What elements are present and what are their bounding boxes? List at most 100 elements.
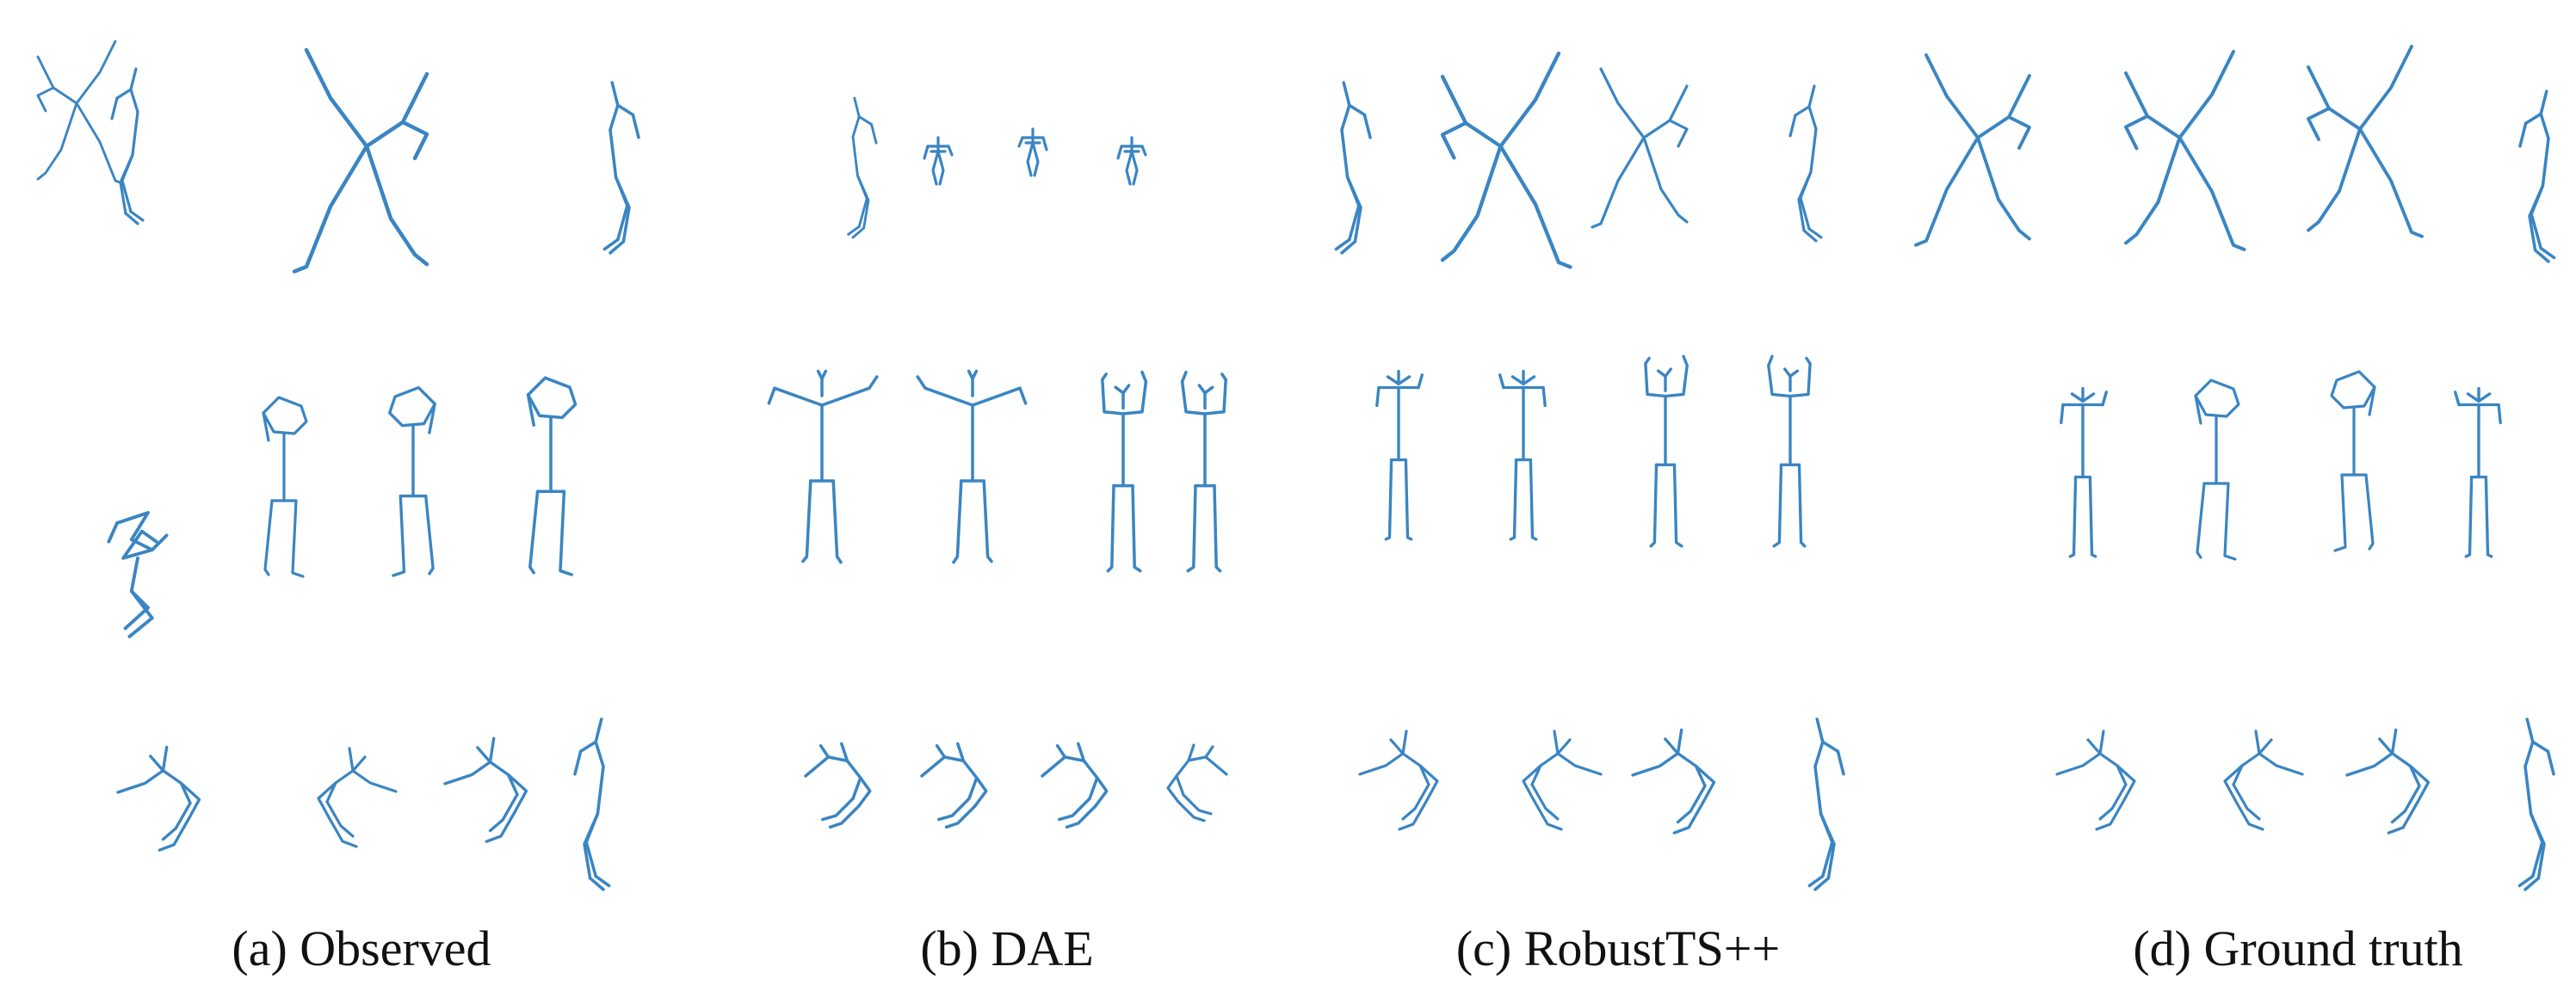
skeleton-limb [819,371,826,379]
skeleton-limb [1189,745,1194,760]
skeleton-limb [38,57,77,103]
caption-robustts: (c) RobustTS++ [1377,919,1859,979]
skeleton-observed-r3-c3 [445,739,527,842]
skeleton-ground-truth-r1-c4 [2520,91,2554,262]
skeleton-limb [1530,460,1535,539]
skeleton-limb [948,146,952,155]
skeleton-limb [263,397,306,434]
skeleton-limb [1683,356,1687,366]
skeleton-limb [2061,405,2063,423]
skeleton-limb [1084,760,1096,798]
skeleton-observed-r2-c3 [390,388,436,576]
skeleton-limb [560,491,571,575]
skeleton-limb [2347,754,2393,775]
caption-observed: (a) Observed [155,919,568,979]
skeleton-limb [1189,757,1226,774]
skeleton-ground-truth-r3-c1 [2057,731,2134,829]
skeleton-limb [2180,52,2234,138]
skeleton-limb [937,746,945,757]
skeleton-ground-truth-r2-c3 [2332,372,2375,551]
skeleton-limb [1678,730,1682,754]
skeleton-limb [393,496,405,576]
skeleton-limb [2499,405,2500,423]
skeleton-limb [38,88,53,111]
skeleton-limb [1916,138,1978,245]
skeleton-limb [1774,465,1781,546]
skeleton-limb [293,501,303,576]
skeleton-limb [1633,754,1678,775]
skeleton-limb [306,50,367,146]
skeleton-limb [112,98,117,119]
skeleton-limb [1978,138,2029,239]
skeleton-limb [1554,731,1558,754]
skeleton-limb [1118,146,1121,158]
skeleton-limb [118,771,164,792]
skeleton-limb [969,371,977,379]
skeleton-dae-r1-c1 [849,98,876,237]
skeleton-limb [367,146,427,264]
skeleton-limb [1019,138,1022,146]
skeleton-dae-r3-c2 [922,744,986,828]
skeleton-limb [2009,117,2029,148]
skeleton-robustts-r3-c4 [1809,719,1844,890]
skeleton-limb [1670,120,1687,146]
skeleton-limb [349,748,353,771]
skeleton-robustts-r1-c4 [1790,86,1821,241]
skeleton-limb [77,103,123,184]
skeleton-limb [1675,465,1682,546]
skeleton-dae-r1-c3 [1019,129,1047,175]
skeleton-limb [367,74,427,146]
skeleton-limb [1386,460,1391,539]
skeleton-limb [1501,53,1560,146]
skeleton-limb [1142,146,1146,155]
skeleton-dae-r2-c3 [1103,372,1146,571]
skeleton-dae-r2-c4 [1183,372,1226,571]
skeleton-limb [2126,73,2180,138]
skeleton-limb [958,744,964,761]
skeleton-limb [922,757,963,776]
skeleton-observed-r2-c4 [528,378,576,575]
skeleton-observed-r3-c1 [118,748,200,851]
skeleton-limb [1646,358,1649,363]
caption-dae: (b) DAE [826,919,1188,979]
skeleton-limb [1115,385,1128,393]
skeleton-limb [1020,388,1026,403]
skeleton-observed-r3-c2 [318,748,396,846]
skeleton-limb [1183,372,1186,382]
skeleton-limb [1442,123,1466,158]
skeleton-dae-r3-c3 [1042,744,1107,828]
skeleton-observed-r3-c4 [575,719,609,890]
skeleton-limb [872,125,876,144]
skeleton-limb [353,771,396,791]
skeleton-limb [1790,115,1795,136]
skeleton-ground-truth-r1-c3 [2308,46,2422,237]
skeleton-limb [917,377,925,388]
skeleton-limb [1769,356,1772,366]
skeleton-limb [159,820,188,851]
skeleton-limb [38,103,77,179]
skeleton-ground-truth-r2-c2 [2196,380,2239,559]
skeleton-limb [1601,69,1644,138]
skeleton-limb [1785,369,1798,376]
skeleton-limb [2360,129,2422,237]
skeleton-limb [528,378,576,417]
skeleton-limb [1403,731,1406,754]
skeleton-limb [491,739,494,762]
skeleton-dae-r2-c1 [769,371,876,562]
skeleton-limb [1558,754,1601,774]
skeleton-dae-r1-c2 [924,138,952,184]
skeleton-limb [633,114,639,137]
skeleton-limb [1142,372,1146,382]
skeleton-limb [1592,138,1644,227]
skeleton-robustts-r1-c2 [1442,53,1571,267]
skeleton-ground-truth-r2-c4 [2456,389,2501,557]
skeleton-limb [1500,375,1504,388]
skeleton-limb [2548,751,2554,773]
skeleton-limb [2308,67,2360,129]
skeleton-limb [1364,114,1370,137]
skeleton-observed-r1-c4 [604,83,639,253]
skeleton-limb [1108,486,1114,571]
skeleton-limb [426,496,433,574]
skeleton-ground-truth-r3-c4 [2519,719,2554,890]
